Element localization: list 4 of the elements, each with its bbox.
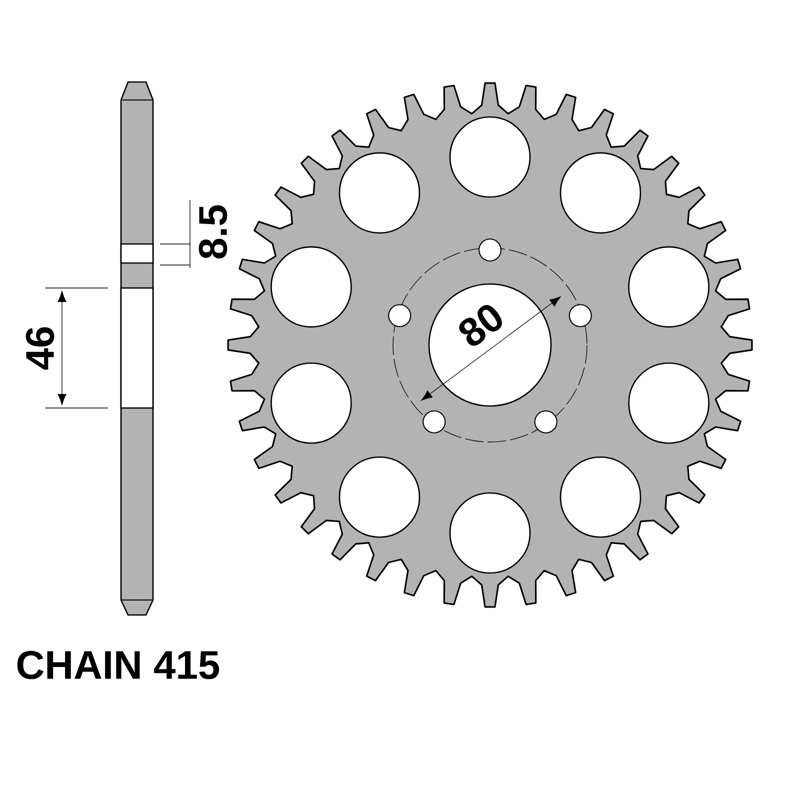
caption-text: CHAIN 415 — [17, 650, 220, 680]
dimension-label: 46 — [26, 327, 54, 370]
dimension-label: 80 — [459, 305, 502, 346]
dimension-label: 8.5 — [198, 205, 228, 259]
